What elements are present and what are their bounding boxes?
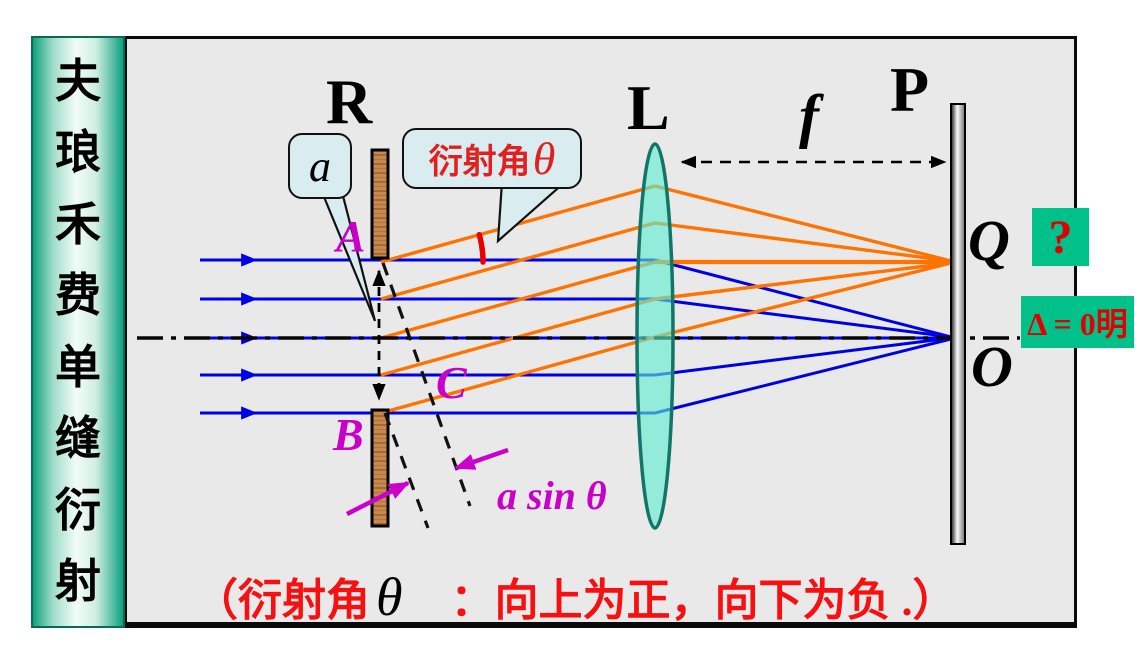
point-a-label: A: [336, 212, 366, 261]
incident-rays: [200, 253, 655, 420]
diffraction-angle-text: 衍射角: [428, 144, 531, 181]
title-char: 夫: [55, 55, 101, 107]
focal-length-label: f: [799, 83, 819, 149]
point-q-label: Q: [968, 208, 1010, 273]
lens-label: L: [627, 72, 670, 143]
title-char: 缝: [55, 413, 101, 465]
title-char: 射: [55, 556, 101, 608]
observation-screen: [950, 103, 966, 545]
title-char: 费: [55, 270, 101, 322]
focused-rays-Q: [654, 184, 952, 339]
slit-barrier-bottom: [370, 408, 390, 528]
lens-ellipse: [635, 142, 675, 530]
caption-rest: ：向上为正，向下为负 .）: [450, 576, 957, 625]
point-b-label: B: [333, 409, 364, 460]
screen-label: P: [890, 54, 930, 125]
caption-theta-symbol: θ: [376, 567, 403, 627]
title-char: 禾: [55, 198, 101, 250]
central-maximum-label: Δ = 0明: [1027, 306, 1128, 342]
central-maximum-box: Δ = 0明: [1021, 296, 1134, 348]
caption: （衍射角 θ ：向上为正，向下为负 .）: [194, 564, 957, 628]
caption-open: （衍射角: [194, 576, 370, 625]
title-char: 衍: [55, 484, 101, 536]
slit-barrier-top: [370, 148, 390, 260]
path-difference-label: a sin θ: [497, 473, 607, 518]
vertical-title-bar: 夫 琅 禾 费 单 缝 衍 射: [31, 36, 125, 628]
angle-arc: [476, 231, 486, 265]
question-mark: ?: [1048, 210, 1073, 264]
slit-width-symbol: a: [309, 141, 331, 191]
slit-screen-label: R: [326, 66, 373, 137]
path-difference-arrows: [345, 447, 509, 517]
diffraction-angle-callout: 衍射角 θ: [402, 128, 582, 189]
point-o-label: O: [971, 334, 1013, 399]
title-char: 琅: [55, 127, 101, 179]
slit-width-callout: a: [288, 133, 352, 199]
diffraction-angle-symbol: θ: [532, 133, 556, 184]
title-char: 单: [55, 341, 101, 393]
question-highlight-box: ?: [1032, 208, 1089, 266]
point-c-label: C: [436, 357, 467, 408]
